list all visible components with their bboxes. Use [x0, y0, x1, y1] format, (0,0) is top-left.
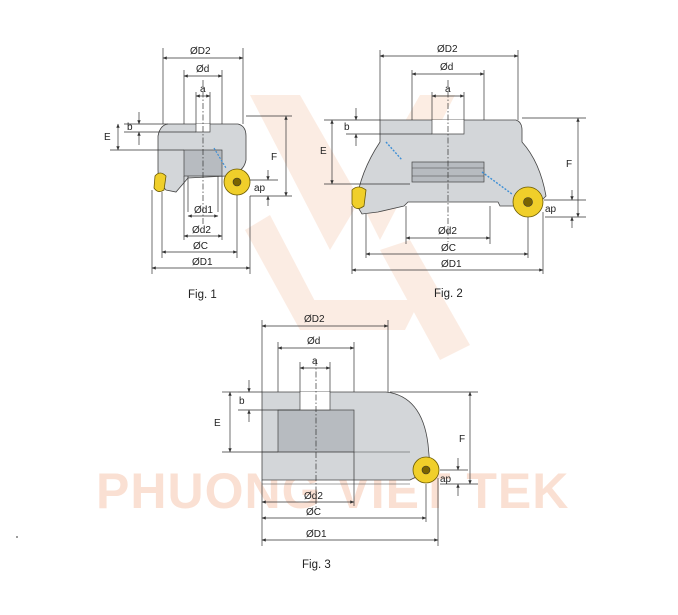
fig1-label-ap: ap: [254, 183, 266, 194]
fig2-label-C: ØC: [441, 243, 456, 254]
fig2-coolant-channel: [481, 171, 513, 195]
fig1-label-d: Ød: [196, 64, 209, 75]
fig2-label-d: Ød: [440, 62, 453, 73]
fig2-dimensions: ØD2 Ød a b E F: [320, 44, 586, 274]
fig2-label-a: a: [445, 84, 451, 95]
fig3-label-ap: ap: [440, 474, 452, 485]
figure-3: ØD2 Ød a b E F: [214, 314, 478, 571]
fig2-label-E: E: [320, 146, 327, 157]
figure-2: ØD2 Ød a b E F: [320, 44, 586, 300]
fig1-label-d1: Ød1: [194, 205, 213, 216]
fig1-caption: Fig. 1: [188, 289, 217, 301]
fig3-label-d2: Ød2: [304, 491, 323, 502]
figure-1: ØD2 Ød a b E F: [104, 46, 292, 301]
fig1-label-D2: ØD2: [190, 46, 211, 57]
fig2-caption: Fig. 2: [434, 288, 463, 300]
fig1-coolant-channel: [213, 147, 227, 169]
fig1-label-D1: ØD1: [192, 257, 213, 268]
fig1-cutter-body: [153, 123, 251, 196]
fig3-label-b: b: [239, 396, 245, 407]
fig1-label-a: a: [200, 84, 206, 95]
fig3-caption: Fig. 3: [302, 559, 331, 571]
fig2-label-D1: ØD1: [441, 259, 462, 270]
fig3-label-C: ØC: [306, 507, 321, 518]
fig2-label-b: b: [344, 122, 350, 133]
fig2-cutter-body: [351, 119, 547, 218]
fig1-label-C: ØC: [193, 241, 208, 252]
fig2-label-d2: Ød2: [438, 226, 457, 237]
fig3-dimensions: ØD2 Ød a b E F: [214, 314, 478, 546]
fig3-label-D1: ØD1: [306, 529, 327, 540]
fig1-dimensions: ØD2 Ød a b E F: [104, 46, 292, 274]
fig1-label-b: b: [127, 122, 133, 133]
fig2-label-D2: ØD2: [437, 44, 458, 55]
fig3-label-E: E: [214, 418, 221, 429]
fig2-label-ap: ap: [545, 204, 557, 215]
fig2-label-F: F: [566, 159, 572, 170]
fig1-insert-left: [153, 172, 167, 192]
fig3-label-D2: ØD2: [304, 314, 325, 325]
fig1-label-E: E: [104, 132, 111, 143]
fig3-label-F: F: [459, 434, 465, 445]
fig3-cutter-body: [261, 391, 440, 485]
fig3-label-a: a: [312, 356, 318, 367]
fig1-label-F: F: [271, 152, 277, 163]
fig2-insert-left: [351, 186, 367, 209]
stray-dot: [16, 536, 18, 538]
fig3-label-d: Ød: [307, 336, 320, 347]
fig1-label-d2: Ød2: [192, 225, 211, 236]
